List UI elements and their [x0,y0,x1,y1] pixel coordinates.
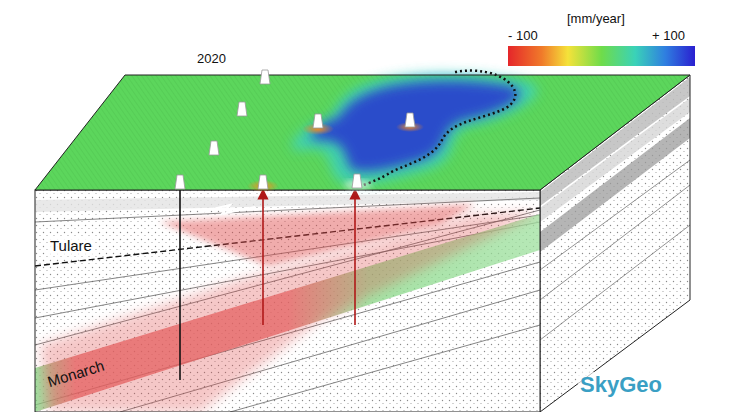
scale-min: - 100 [506,29,540,44]
well-head [209,141,219,155]
injection-well [354,194,356,325]
color-scale-bar [508,46,695,66]
well-head [405,113,415,127]
front-face-outline [35,190,540,412]
well-head [258,175,268,189]
unit-label: [mm/year] [565,12,627,27]
front-face-ground [35,190,540,412]
well-head [175,175,185,189]
formation-label: Monarch [43,356,108,391]
surface-outline [35,75,690,190]
injection-plume [160,204,475,266]
fault-trace [200,205,255,214]
well-head [237,102,247,116]
layer-line [540,225,690,340]
uplift-core [311,81,520,171]
well-head [313,114,323,128]
formation-label: Tulare [48,237,94,254]
injection-well [262,194,264,325]
uplift-boundary [358,71,515,187]
year-label: 2020 [195,52,228,67]
uplift-halo [292,73,537,184]
well-heads [175,70,415,189]
scale-max: + 100 [650,29,687,44]
uplift-area [292,73,537,184]
layer-line [540,160,690,270]
watermark: SkyGeo [578,372,664,397]
well-bore [179,190,181,380]
well-head [352,174,362,188]
well-head [260,70,270,84]
front-face [35,190,540,412]
